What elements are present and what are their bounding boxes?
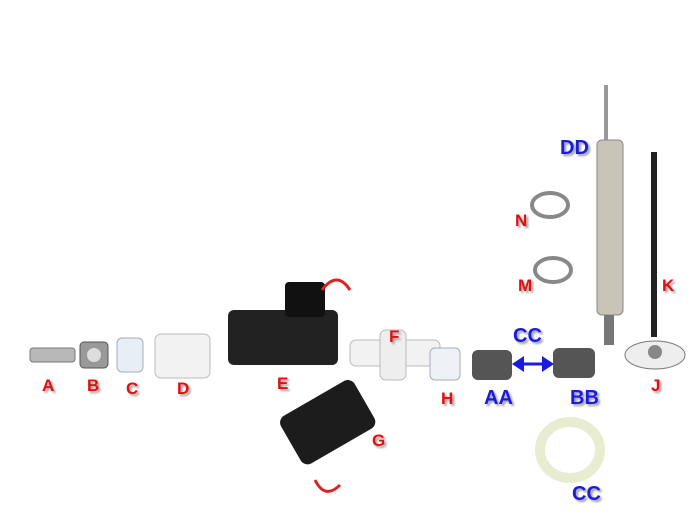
label-n: N bbox=[515, 211, 528, 230]
label-dd: DD bbox=[560, 137, 589, 159]
label-aa: AA bbox=[484, 387, 513, 409]
label-b: B bbox=[87, 376, 100, 395]
label-bb: BB bbox=[570, 387, 599, 409]
part-b-brass-fitting bbox=[79, 341, 109, 369]
label-j: J bbox=[651, 376, 661, 395]
part-e-valve bbox=[228, 278, 352, 365]
part-dd-cylinder bbox=[596, 85, 624, 345]
label-cc-top: CC bbox=[513, 325, 542, 347]
part-g-valve bbox=[280, 380, 376, 493]
part-bb-fitting bbox=[553, 348, 595, 378]
double-arrow-icon bbox=[512, 356, 554, 372]
label-e: E bbox=[277, 374, 289, 393]
label-f: F bbox=[389, 327, 400, 346]
part-c-bushing bbox=[116, 337, 144, 373]
part-m-hose-clamp bbox=[533, 256, 573, 284]
part-cc-tubing-coil bbox=[535, 417, 605, 483]
label-cc-bottom: CC bbox=[572, 483, 601, 505]
label-h: H bbox=[441, 389, 454, 408]
part-j-flange bbox=[624, 340, 686, 370]
part-n-hose-clamp bbox=[530, 191, 570, 219]
label-m: M bbox=[518, 276, 533, 295]
label-k: K bbox=[662, 276, 675, 295]
label-a: A bbox=[42, 376, 55, 395]
label-g: G bbox=[372, 431, 386, 450]
part-d-coupling bbox=[154, 333, 211, 379]
part-k-rod bbox=[651, 152, 657, 337]
part-aa-fitting bbox=[472, 350, 512, 380]
part-a-quick-connect bbox=[29, 347, 76, 363]
part-h-bushing bbox=[429, 347, 461, 381]
label-c: C bbox=[126, 379, 139, 398]
label-d: D bbox=[177, 379, 190, 398]
